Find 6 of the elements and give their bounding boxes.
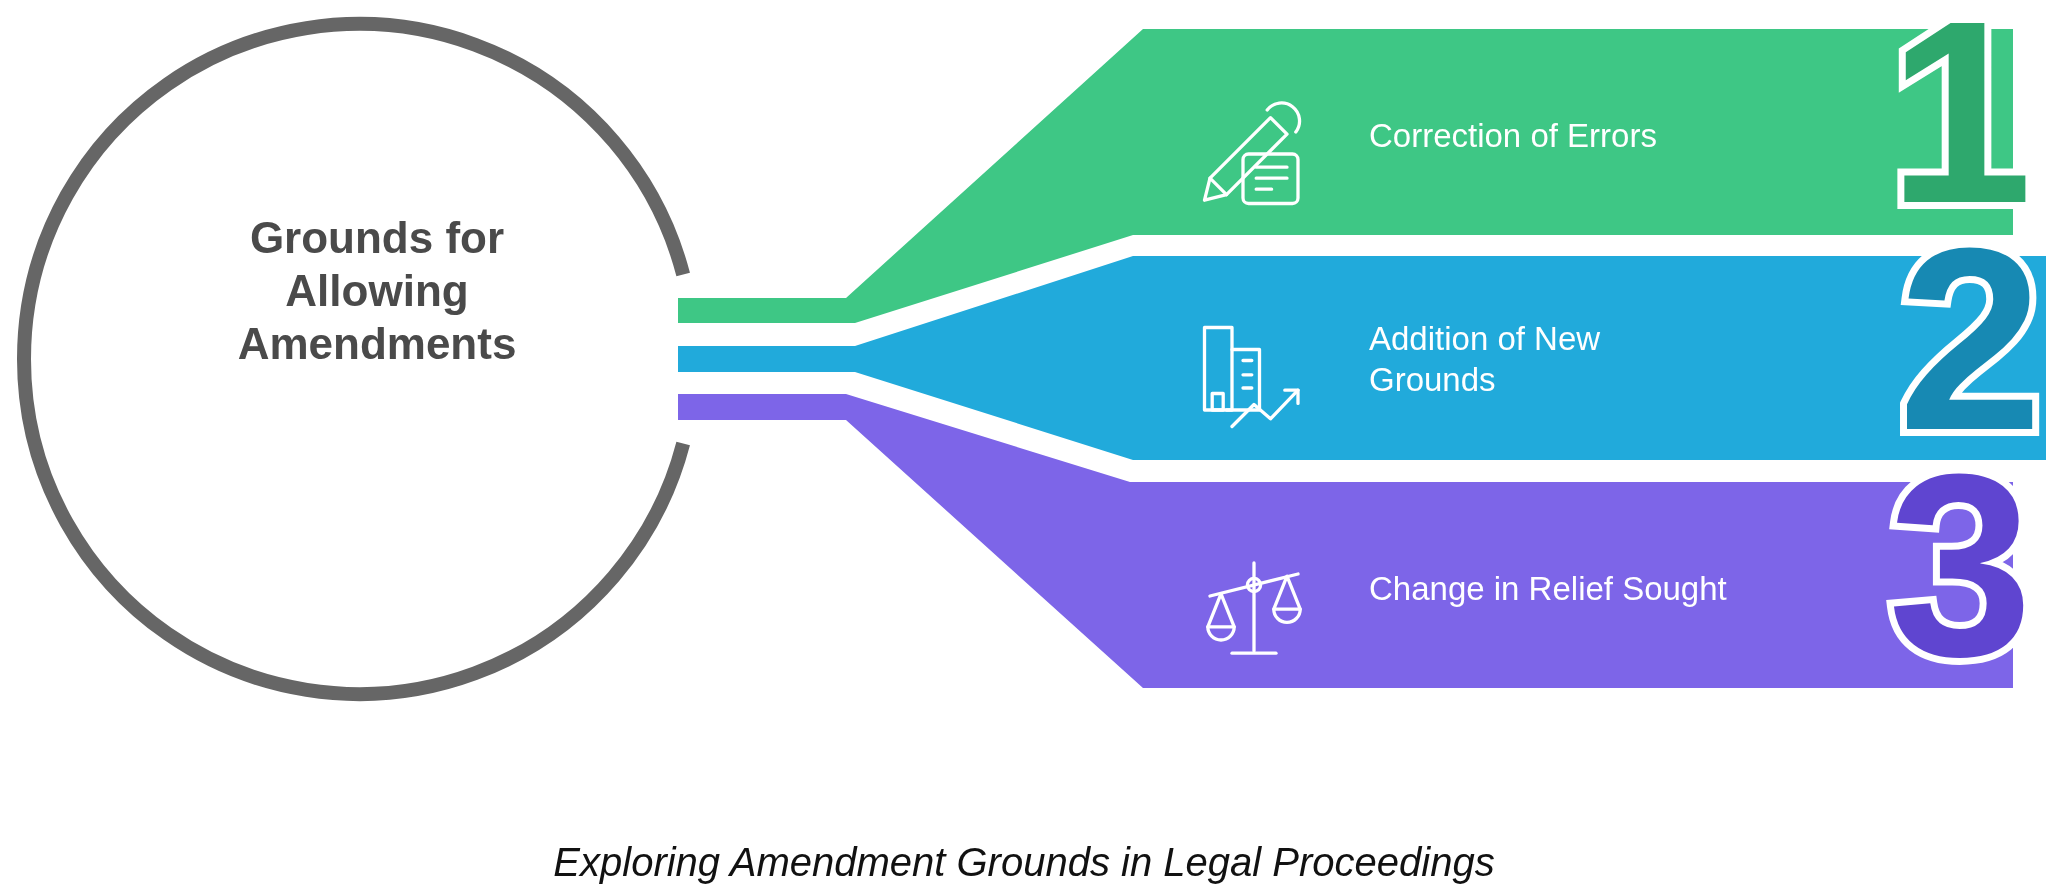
caption: Exploring Amendment Grounds in Legal Proceedings: [552, 840, 1496, 885]
band-label: Change in Relief Sought: [1369, 569, 1728, 609]
circle-title: Grounds for Allowing Amendments: [236, 212, 518, 370]
band-label: Addition of New Grounds: [1369, 319, 1602, 401]
band-label: Correction of Errors: [1369, 116, 1658, 156]
step-number: 2: [1898, 242, 2043, 437]
